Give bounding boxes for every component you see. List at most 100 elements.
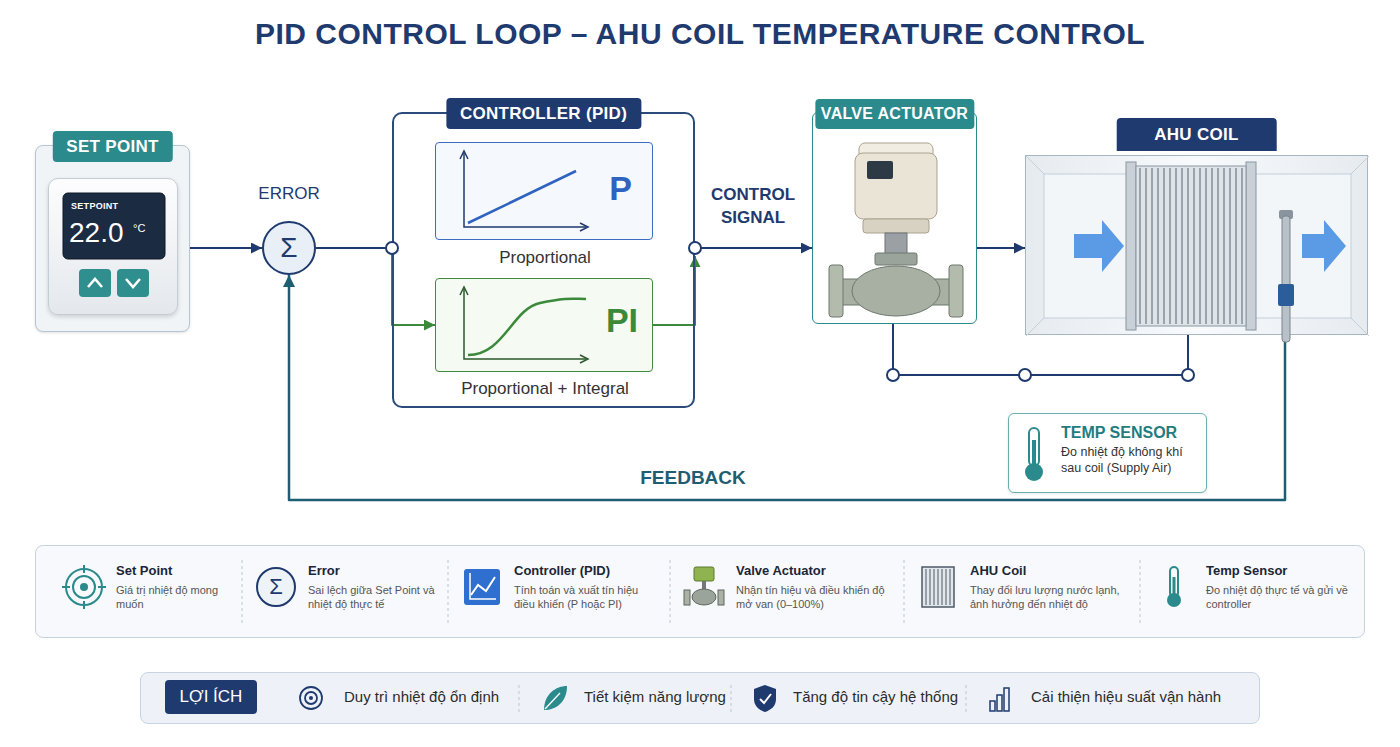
illustration-part <box>464 153 586 227</box>
legend-dividers-part <box>242 560 1140 624</box>
illustration-part <box>464 569 500 605</box>
illustration-part <box>470 573 496 599</box>
controller-box: CONTROLLER (PID)PProportionalPIProportio… <box>392 112 695 408</box>
pill-label: LỢI ÍCH <box>165 680 257 714</box>
illustration-part <box>117 269 149 297</box>
diagram-title: PID CONTROL LOOP – AHU COIL TEMPERATURE … <box>0 16 1400 52</box>
item-title: Temp Sensor <box>1206 563 1287 579</box>
illustration-part <box>692 589 716 605</box>
illustration-part <box>519 685 966 713</box>
illustration-part <box>1175 168 1176 324</box>
illustration-part <box>1278 284 1294 306</box>
illustration-part <box>760 694 771 703</box>
illustration-part <box>863 219 929 233</box>
illustration-part <box>934 569 935 605</box>
junction-dots-part <box>887 369 899 381</box>
illustration-part <box>1181 168 1182 324</box>
illustration-part <box>80 583 88 591</box>
illustration-part <box>1229 168 1230 324</box>
item-desc: Sai lệch giữa Set Point và nhiệt độ thực… <box>308 583 436 612</box>
signal-connector <box>190 247 262 249</box>
illustration-part <box>1205 168 1206 324</box>
illustration-part <box>1136 166 1246 326</box>
illustration <box>1026 156 1369 336</box>
illustration-part <box>464 289 586 359</box>
item-title: Set Point <box>116 563 172 579</box>
illustration-part <box>1246 162 1256 330</box>
ahu-coil-box: AHU COIL <box>1025 155 1368 335</box>
illustration-part <box>1126 162 1136 330</box>
benefit-text: Duy trì nhiệt độ ổn định <box>344 688 499 707</box>
item-title: Controller (PID) <box>514 563 610 579</box>
mode-caption: Proportional <box>416 247 674 268</box>
signal-connector <box>695 247 812 249</box>
illustration-part <box>88 279 102 287</box>
illustration-part <box>460 287 468 295</box>
signal-connector <box>316 247 392 249</box>
illustration-part <box>471 577 495 595</box>
item-desc: Giá trị nhiệt độ mong muốn <box>116 583 230 612</box>
illustration-part <box>1151 168 1152 324</box>
legend-item: Controller (PID)Tính toán và xuất tín hi… <box>456 553 662 631</box>
junction-label: ERROR <box>258 183 319 204</box>
illustration-part <box>694 567 714 581</box>
illustration-part <box>460 151 468 159</box>
display-value: 22.0 <box>69 215 124 250</box>
illustration-part <box>66 569 102 605</box>
icon-symbol: Σ <box>266 574 286 600</box>
illustration-part <box>1223 168 1224 324</box>
item-title: Valve Actuator <box>736 563 826 579</box>
pi-mode-box: PIProportional + Integral <box>435 278 653 372</box>
legend-item: Temp SensorĐo nhiệt độ thực tế và gửi về… <box>1148 553 1358 631</box>
illustration <box>813 113 978 325</box>
connector-label: CONTROL SIGNAL <box>700 184 806 230</box>
panel-tab: SET POINT <box>52 131 172 162</box>
signal-connector <box>653 256 695 325</box>
illustration-part <box>300 687 322 709</box>
item-title: Error <box>308 563 340 579</box>
benefit-text: Tăng độ tin cậy hệ thống <box>793 688 958 707</box>
illustration-part <box>309 696 313 700</box>
signal-connector <box>977 247 1025 249</box>
illustration-part <box>852 266 940 316</box>
illustration-part <box>468 171 576 223</box>
illustration-part <box>545 693 560 709</box>
mode-letter: PI <box>606 299 638 342</box>
illustration-part <box>855 153 937 219</box>
benefits-pill: LỢI ÍCH <box>165 680 257 714</box>
illustration-part <box>1302 220 1346 272</box>
sigma-symbol: Σ <box>264 223 314 273</box>
illustration-part <box>702 581 706 589</box>
illustration-part <box>1026 156 1369 336</box>
coil-tab: AHU COIL <box>1116 118 1277 151</box>
display-unit: °C <box>133 222 145 236</box>
illustration-part <box>544 686 567 710</box>
p-mode-box: PProportional <box>435 142 653 240</box>
illustration-part <box>1173 577 1176 599</box>
illustration-part <box>1217 168 1218 324</box>
junction-dots-part <box>689 242 701 254</box>
illustration-part <box>990 701 995 711</box>
valve-box: VALVE ACTUATOR <box>812 112 977 324</box>
illustration-part <box>1199 168 1200 324</box>
item-title: AHU Coil <box>970 563 1026 579</box>
illustration-part <box>257 568 295 606</box>
illustration-part <box>1211 168 1212 324</box>
illustration-part <box>946 569 947 605</box>
illustration-part <box>1282 216 1290 342</box>
illustration-part <box>63 193 165 259</box>
illustration-part <box>1169 168 1170 324</box>
illustration-part <box>1163 168 1164 324</box>
sensor-callout: TEMP SENSORĐo nhiệt độ không khí sau coi… <box>1008 413 1207 493</box>
illustration-part <box>580 355 588 363</box>
callout-title: TEMP SENSOR <box>1061 423 1177 443</box>
illustration-part <box>1157 168 1158 324</box>
illustration-part <box>1241 168 1242 324</box>
illustration-part <box>930 569 931 605</box>
illustration-part <box>126 279 140 287</box>
illustration-part <box>926 569 927 605</box>
thermostat-device: SETPOINT22.0°C <box>48 178 178 315</box>
connector-label: FEEDBACK <box>610 466 776 490</box>
illustration-part <box>867 161 893 179</box>
